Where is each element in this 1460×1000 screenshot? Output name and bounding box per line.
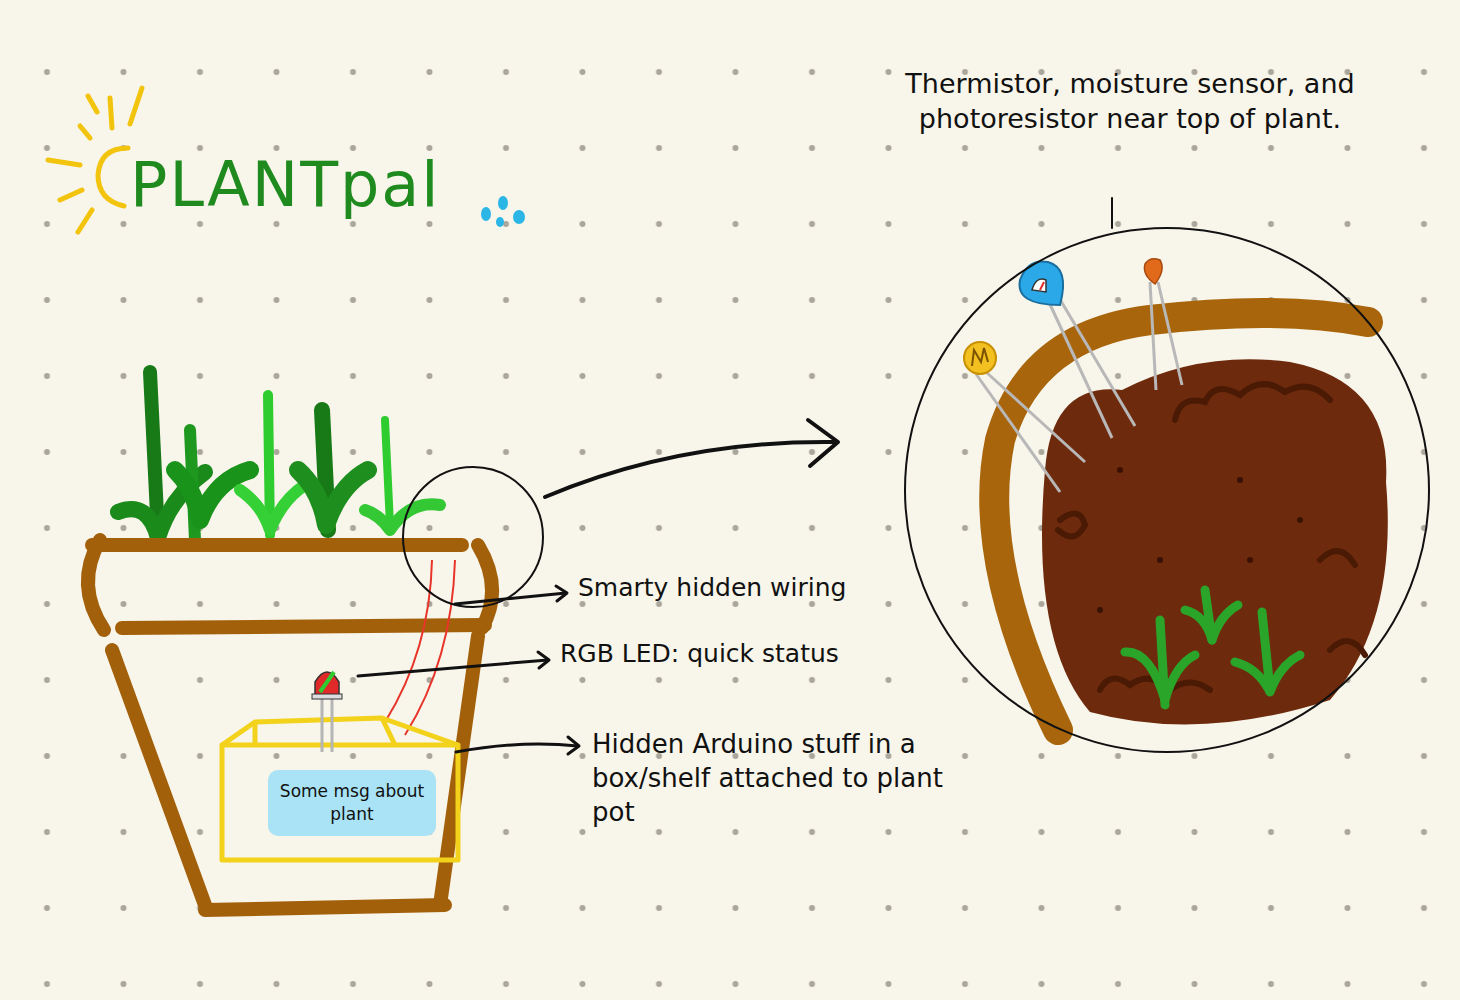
photoresistor-symbol — [1144, 259, 1162, 284]
plant-leaves — [118, 372, 440, 540]
water-drops — [481, 196, 525, 227]
diagram-title: PLANTpal — [130, 148, 441, 222]
arduino-note: Hidden Arduino stuff in a box/shelf atta… — [592, 728, 952, 829]
moisture-sensor-symbol — [1020, 261, 1064, 305]
sun-icon — [48, 88, 142, 232]
rgb-led — [312, 672, 342, 752]
arduino-box — [222, 718, 458, 860]
wiring-note: Smarty hidden wiring — [578, 572, 908, 605]
message-text: Some msg about plant — [276, 780, 428, 826]
zoom-view — [905, 228, 1429, 752]
hidden-wiring — [385, 560, 455, 735]
plant-pot — [88, 540, 492, 910]
led-note: RGB LED: quick status — [560, 638, 920, 671]
thermistor-symbol — [964, 342, 996, 374]
message-patch: Some msg about plant — [268, 770, 436, 836]
sensor-note: Thermistor, moisture sensor, and photore… — [870, 66, 1390, 136]
